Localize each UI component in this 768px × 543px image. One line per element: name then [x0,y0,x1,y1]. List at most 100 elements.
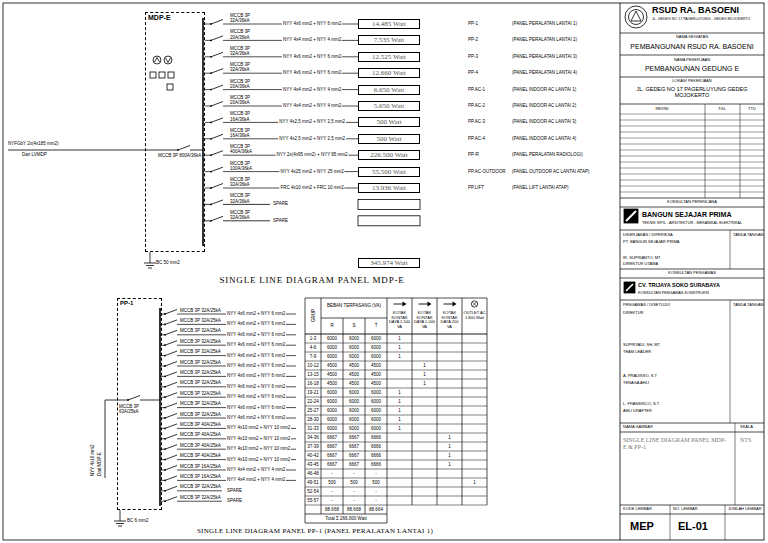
feeder-cable [205,122,358,123]
cable-label: NYY 4x6 mm2 + NYY 6 mm2 [282,21,342,26]
load-value: 345.974 Watt [370,259,407,267]
static-drawing [3,3,764,540]
revision-row-line [620,138,764,139]
table-cell: 6000 [371,345,381,350]
table-cell: - [331,489,333,494]
revision-row-line [620,180,764,181]
table-cell: 1 [448,435,451,440]
outlet-icon [453,302,457,307]
load-value: 6.650 Watt [374,86,404,94]
table-cell: 31-33 [307,426,319,431]
table-line [305,379,487,380]
breaker-symbol [165,351,177,356]
feeder-wire [160,324,296,325]
table-cell: 500 [350,480,358,485]
cable-label: NYY 4x6 mm2 + NYY 6 mm2 [226,311,286,316]
table-cell: 1 [423,372,426,377]
table-cell: 4500 [327,363,337,368]
table-line [305,514,387,515]
table-line [305,370,487,371]
feeder-wire [160,376,296,377]
load-box: 55.500 Watt [358,167,420,177]
table-line [305,361,487,362]
breaker-symbol [210,220,212,222]
table-line [305,478,487,479]
breaker-label: MCCB 3P 32A/25kA [180,370,221,375]
revision-row-line [620,156,764,157]
table-line [305,469,487,470]
breaker-symbol [165,414,177,419]
breaker-symbol [210,138,212,140]
breaker-symbol [128,396,140,401]
table-total: 88.668 [325,507,339,512]
breaker-symbol [210,204,212,206]
table-cell: 6666 [371,444,381,449]
table-cell: 6667 [327,444,337,449]
title-block-text: PT. BANGUN SEJAJAR PRIMA [623,240,679,245]
title-block-text: KONSULTAN PENGAWAS [668,271,716,276]
table-line [305,352,487,353]
feeder-cable [205,138,358,139]
breaker-symbol [211,151,223,156]
spare-label: SPARE [226,488,243,493]
cable-label: NYY 4x2,5 mm2 + NYY 2,5 mm2 [278,136,346,141]
table-cell: 6000 [327,417,337,422]
feeder-wire [160,334,296,335]
table-line [305,298,306,523]
cable-label: NYY 4x6 mm2 + NYY 6 mm2 [226,322,286,327]
breaker-symbol [211,85,223,90]
panel-name: PP-4 [468,71,478,76]
table-cell: 1 [398,390,401,395]
title-block-text: TGL [718,107,726,112]
load-value: 55.500 Watt [372,168,406,176]
title-block-text: SKALA [740,425,753,430]
table-line [305,433,487,434]
feeder-wire [160,397,296,398]
title-block-text: TTD [748,107,756,112]
table-header: T [375,323,378,328]
table-line [305,406,487,407]
breaker-symbol [165,362,177,367]
table-cell: 19-21 [307,390,319,395]
table-cell: 4-6 [310,345,317,350]
breaker-symbol [211,200,223,205]
title-block-text: PEMBANGUNAN RSUD RA. BASOENI [630,43,753,51]
panel-box: MDP-E [145,12,205,252]
revision-row-line [620,120,764,121]
cable-label: NYY 4x6 mm2 + NYY 6 mm2 [226,415,286,420]
load-value: 13.936 Watt [372,184,406,192]
load-value: 12.525 Watt [372,53,406,61]
empty-load-box [358,216,420,226]
table-cell: 40-42 [307,453,319,458]
table-cell: 4500 [327,381,337,386]
table-cell: 6667 [327,435,337,440]
panel-name: PP-1 [468,21,478,26]
revision-row-line [620,192,764,193]
title-block-text: NTS [740,437,751,444]
ground-symbol [118,526,122,527]
panel-description: (PANEL PERALATAN RADIOLOGI) [512,153,583,158]
title-block-text: DIKERJAKAN / DIPERIKSA [623,233,673,238]
title-block-text: NAMA KEGIATAN [676,35,708,40]
table-cell: 4500 [349,372,359,377]
revision-column-line [705,104,706,198]
table-cell: - [331,471,333,476]
title-block-text: EL-01 [678,520,708,533]
breaker-label: MCCB 3P 32A/36kA [230,13,260,23]
title-block-text: TANDA TANGAN [733,303,763,308]
table-cell: 13-15 [307,372,319,377]
title-block-text: SUPRIYADI, SH, MT [623,343,660,348]
title-block-divider [620,3,621,540]
feeder-wire [160,355,296,356]
revision-row-line [620,150,764,151]
breaker-symbol [210,171,212,173]
table-cell: 55-57 [307,498,319,503]
breaker-symbol [165,320,177,325]
sheet-column-line [725,505,726,540]
feeder-wire [160,418,296,419]
table-cell: 1-3 [310,336,317,341]
table-cell: 6666 [371,453,381,458]
breaker-symbol [211,167,223,172]
